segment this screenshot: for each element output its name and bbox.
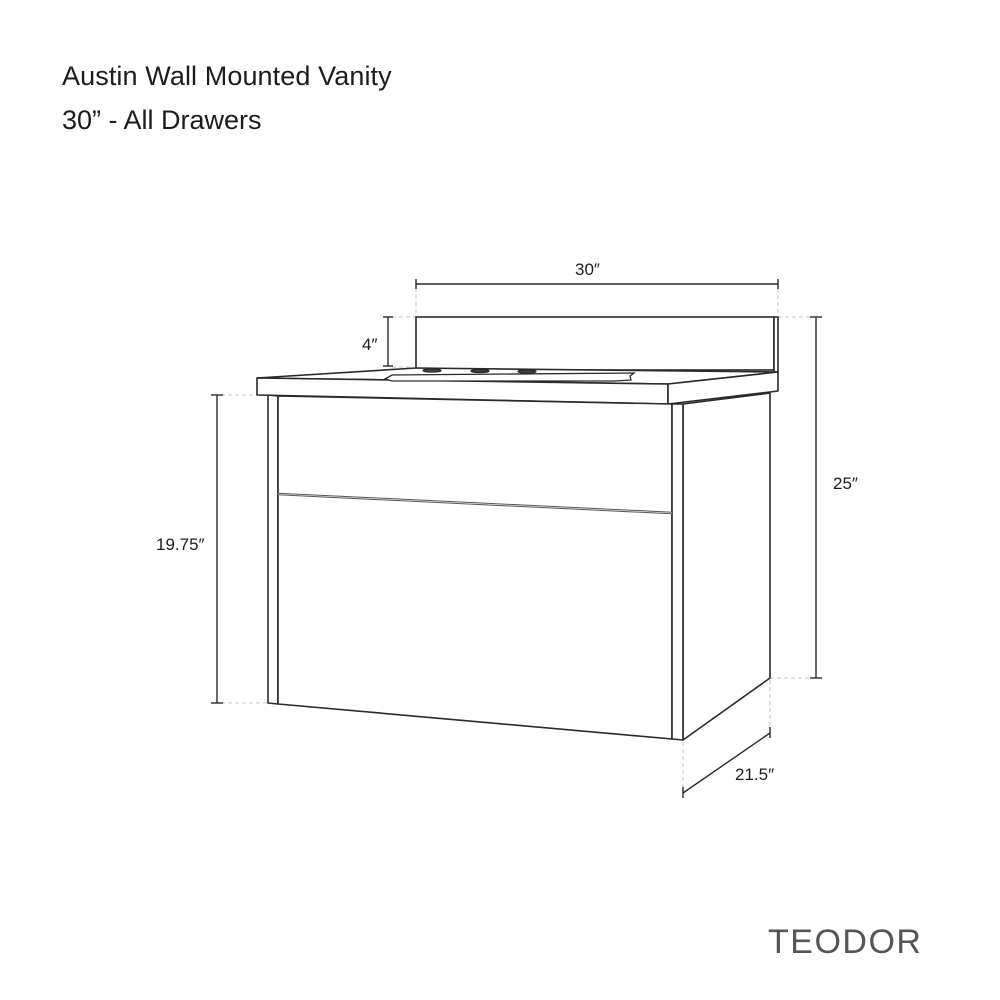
depth-label: 21.5″ xyxy=(735,765,774,784)
backsplash-height-label: 4″ xyxy=(362,335,377,354)
backsplash xyxy=(415,316,779,373)
sink-cutout xyxy=(383,368,636,382)
dimension-depth xyxy=(682,727,771,798)
dimension-backsplash-height xyxy=(383,316,393,367)
dimension-total-height xyxy=(810,316,822,679)
width-label: 30″ xyxy=(575,260,600,279)
dimension-width xyxy=(415,279,779,289)
product-subtitle: 30” - All Drawers xyxy=(62,105,262,135)
product-title: Austin Wall Mounted Vanity xyxy=(62,61,392,91)
cabinet-height-label: 19.75″ xyxy=(156,535,205,554)
drawer-divider xyxy=(277,492,673,515)
extension-guides xyxy=(221,288,812,795)
cabinet-body xyxy=(267,392,771,741)
brand-logo: TEODOR xyxy=(768,923,923,961)
dimension-cabinet-height xyxy=(211,394,223,704)
total-height-label: 25″ xyxy=(833,474,858,493)
